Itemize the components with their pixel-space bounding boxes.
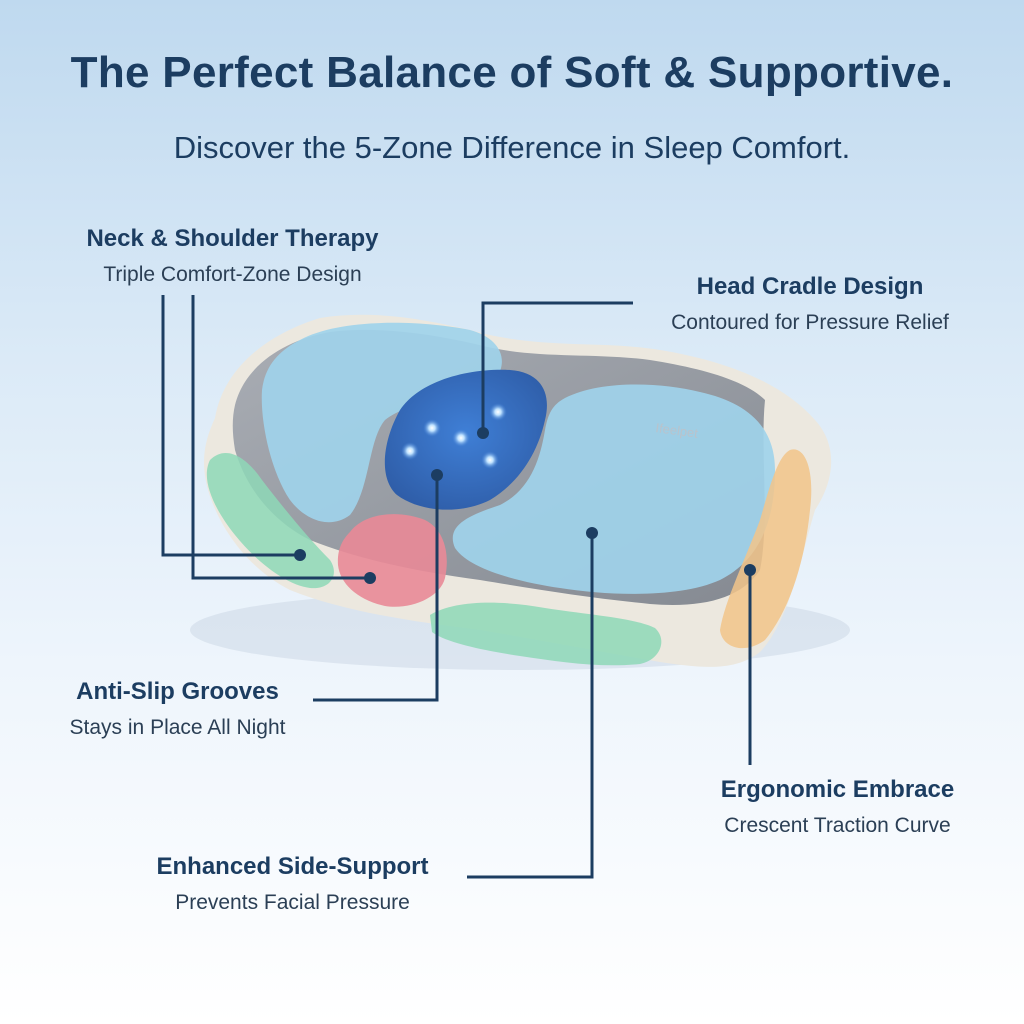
- massage-node: [481, 451, 499, 469]
- pillow-brand-mark: Ifeelpet: [655, 420, 700, 441]
- zone-left-blue: [261, 322, 502, 523]
- feature-title: Anti-Slip Grooves: [76, 678, 279, 705]
- feature-title: Head Cradle Design: [696, 273, 924, 300]
- feature-title: Ergonomic Embrace: [720, 776, 955, 803]
- page-subtitle: Discover the 5-Zone Difference in Sleep …: [173, 130, 851, 165]
- leader-side-support: [467, 533, 594, 879]
- feature-title: Neck & Shoulder Therapy: [86, 225, 379, 252]
- feature-ergonomic-embrace: Ergonomic Embrace Crescent Traction Curv…: [690, 776, 985, 838]
- zone-pink: [337, 514, 447, 607]
- leader-head-cradle: [481, 301, 633, 433]
- feature-side-support: Enhanced Side-Support Prevents Facial Pr…: [120, 853, 465, 915]
- leader-neck-2: [191, 295, 370, 580]
- page-title: The Perfect Balance of Soft & Supportive…: [70, 48, 954, 97]
- massage-node-group: [401, 403, 507, 469]
- feature-title: Enhanced Side-Support: [156, 853, 429, 880]
- feature-neck-shoulder: Neck & Shoulder Therapy Triple Comfort-Z…: [40, 225, 425, 287]
- leader-dot: [364, 572, 376, 584]
- leader-dot: [586, 527, 598, 539]
- leader-dot: [477, 427, 489, 439]
- massage-node: [489, 403, 507, 421]
- leader-anti-slip: [313, 475, 439, 702]
- massage-node: [401, 442, 419, 460]
- zone-green-bottom: [430, 602, 662, 666]
- massage-node: [452, 429, 470, 447]
- feature-subtitle: Crescent Traction Curve: [724, 814, 951, 837]
- leader-dot: [744, 564, 756, 576]
- feature-subtitle: Stays in Place All Night: [69, 716, 286, 739]
- leader-dot: [431, 469, 443, 481]
- feature-head-cradle: Head Cradle Design Contoured for Pressur…: [640, 273, 980, 335]
- leader-dot: [294, 549, 306, 561]
- leader-neck-1: [161, 295, 300, 557]
- massage-node: [423, 419, 441, 437]
- zone-orange: [720, 449, 812, 649]
- feature-subtitle: Prevents Facial Pressure: [175, 891, 410, 914]
- feature-subtitle: Triple Comfort-Zone Design: [103, 263, 362, 286]
- feature-subtitle: Contoured for Pressure Relief: [671, 311, 949, 334]
- feature-anti-slip: Anti-Slip Grooves Stays in Place All Nig…: [40, 678, 315, 740]
- zone-right-blue: [452, 384, 775, 594]
